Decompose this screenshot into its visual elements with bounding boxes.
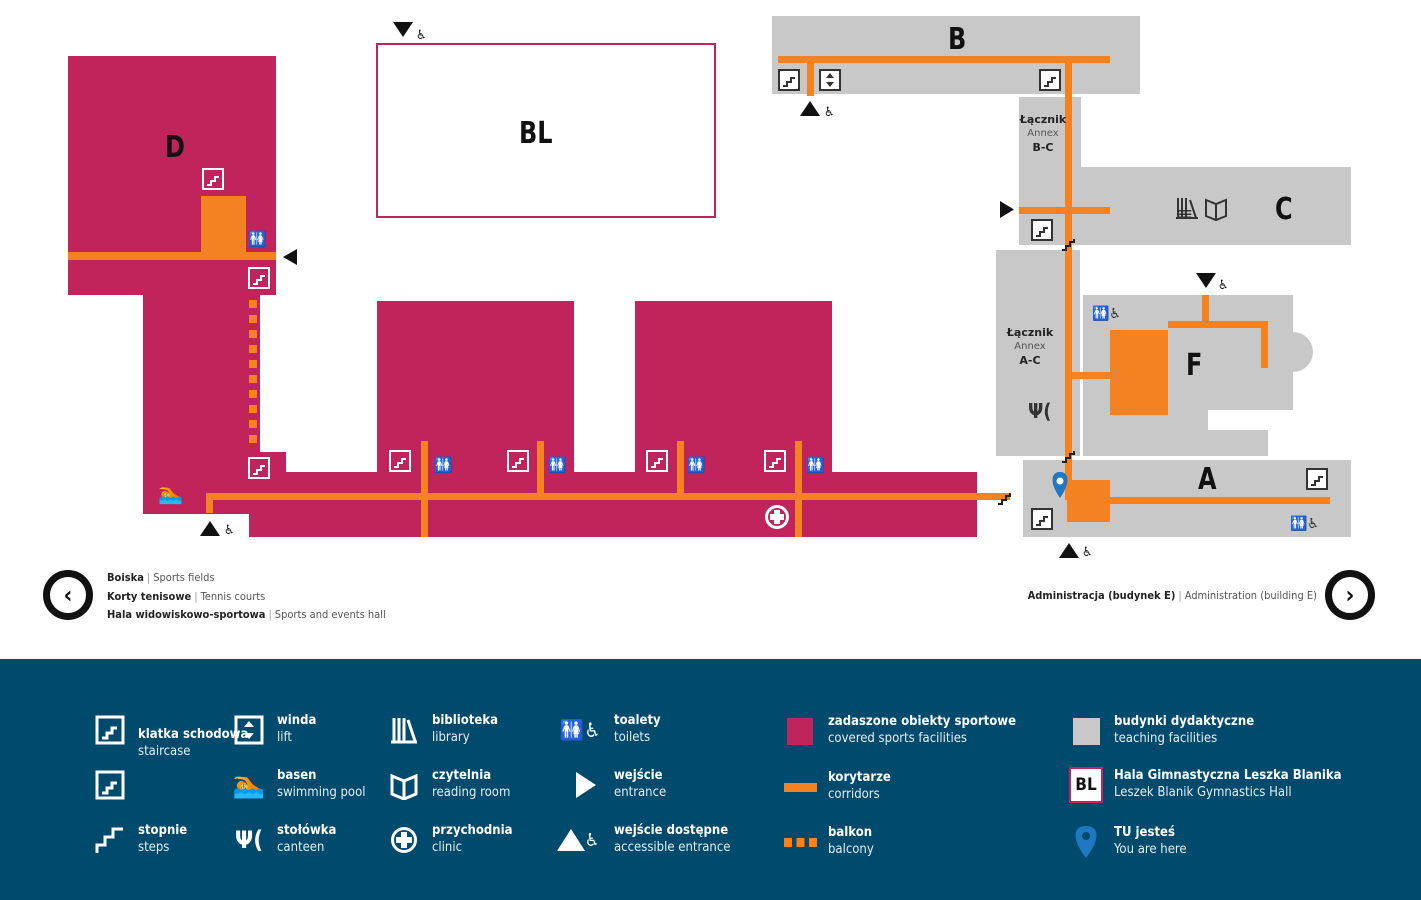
entrance-icon bbox=[566, 767, 604, 803]
svg-text:🚻: 🚻 bbox=[434, 456, 453, 474]
staircase-icon bbox=[92, 712, 128, 748]
library-icon bbox=[1176, 198, 1198, 219]
clinic-icon bbox=[765, 505, 789, 529]
reading-room-icon bbox=[386, 767, 422, 803]
building-c-label: C bbox=[1275, 192, 1293, 227]
sports-hall-1 bbox=[377, 301, 574, 476]
clinic-icon bbox=[386, 822, 422, 858]
svg-text:🚻♿: 🚻♿ bbox=[1290, 515, 1319, 532]
svg-text:♿: ♿ bbox=[1218, 278, 1229, 293]
sports-swatch bbox=[782, 713, 818, 749]
you-are-here-marker bbox=[1052, 472, 1068, 498]
balcony-swatch bbox=[782, 824, 818, 860]
building-b-label: B bbox=[948, 22, 967, 57]
toilets-icon: 🚻♿ bbox=[559, 718, 601, 742]
corridor-swatch bbox=[782, 769, 818, 805]
svg-text:♿: ♿ bbox=[224, 523, 235, 538]
corridors bbox=[68, 56, 1330, 537]
swimming-pool-icon: 🏊 bbox=[232, 770, 266, 800]
arrow-right-circle-icon[interactable]: › bbox=[1325, 570, 1375, 620]
accessible-entrance-icon: ♿ bbox=[552, 822, 604, 858]
teaching-buildings bbox=[772, 16, 1351, 537]
nav-tennis-courts[interactable]: Korty tenisowe|Tennis courts bbox=[107, 589, 266, 603]
svg-text:♿: ♿ bbox=[824, 105, 835, 120]
pool-icon: 🏊 bbox=[158, 481, 183, 505]
balcony bbox=[249, 300, 257, 443]
canteen-icon: Ψ( bbox=[1028, 399, 1052, 423]
svg-text:♿: ♿ bbox=[416, 28, 427, 43]
library-icon bbox=[386, 712, 422, 748]
teaching-swatch bbox=[1068, 713, 1104, 749]
lift-icon bbox=[819, 69, 841, 91]
toilet-icons: 🚻 🚻 🚻 🚻 🚻 bbox=[248, 230, 825, 474]
building-bl bbox=[376, 43, 716, 218]
campus-map: 🚻🚻🚻🚻🚻 🚻♿🚻♿ ♿♿♿♿♿ 🏊 𝍢 Ψ( bbox=[68, 16, 1351, 560]
nav-sports-hall[interactable]: Hala widowiskowo-sportowa|Sports and eve… bbox=[107, 608, 386, 621]
reading-room-icon bbox=[1205, 198, 1227, 222]
svg-text:🚻: 🚻 bbox=[548, 456, 567, 474]
accessible-icons: ♿ ♿ ♿ ♿ ♿ bbox=[224, 28, 1229, 560]
building-a-label: A bbox=[1198, 462, 1217, 497]
svg-text:🚻♿: 🚻♿ bbox=[1092, 305, 1121, 322]
toilet-icons-grey: 🚻♿ 🚻♿ bbox=[1092, 305, 1319, 532]
building-bl-label: BL bbox=[519, 116, 553, 151]
left-nav-list: Boiska|Sports fields Korty tenisowe|Tenn… bbox=[107, 569, 386, 625]
steps-icon bbox=[92, 822, 128, 858]
you-are-here-icon bbox=[1068, 824, 1104, 860]
svg-text:♿: ♿ bbox=[1082, 545, 1093, 560]
sports-hall-2 bbox=[635, 301, 832, 476]
lift-icon bbox=[231, 712, 267, 748]
svg-text:🚻: 🚻 bbox=[248, 230, 267, 248]
building-f-label: F bbox=[1186, 348, 1203, 383]
nav-sports-fields[interactable]: Boiska|Sports fields bbox=[107, 571, 215, 584]
gym-hall-badge: BL bbox=[1068, 767, 1104, 803]
building-d-label: D bbox=[165, 130, 185, 165]
entrance-icons bbox=[200, 22, 1216, 558]
covered-sports-buildings bbox=[68, 56, 977, 537]
svg-text:🚻: 🚻 bbox=[687, 456, 706, 474]
arrow-left-circle-icon[interactable]: ‹ bbox=[43, 570, 93, 620]
canteen-icon: Ψ( bbox=[234, 826, 264, 854]
svg-text:🚻: 🚻 bbox=[806, 456, 825, 474]
staircase-icon bbox=[92, 767, 128, 803]
nav-administration[interactable]: Administracja (budynek E)|Administration… bbox=[1027, 589, 1317, 602]
